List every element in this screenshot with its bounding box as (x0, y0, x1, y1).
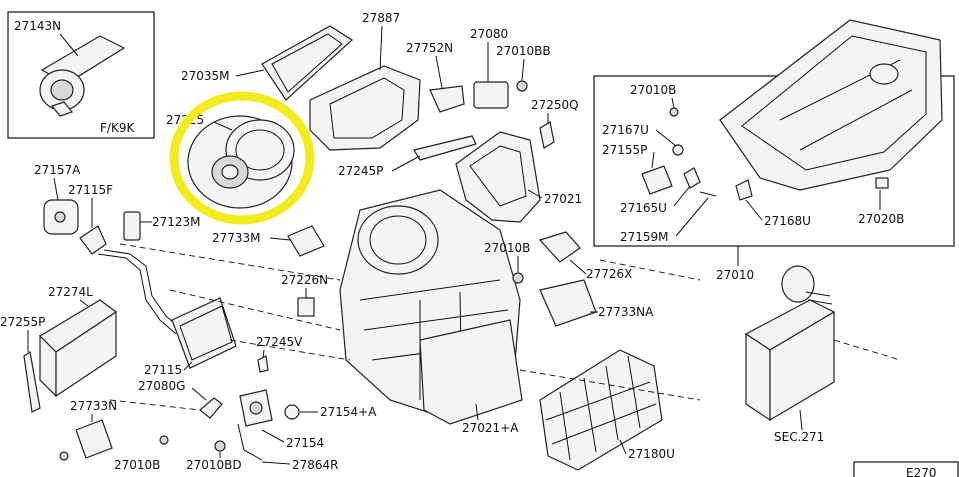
label-27155P: 27155P (602, 143, 647, 157)
label-27115: 27115 (144, 363, 182, 377)
label-27021: 27021 (544, 192, 582, 206)
bracket-27115F (79, 225, 107, 255)
label-27864R: 27864R (292, 458, 339, 472)
clip-27245V (257, 355, 269, 373)
highlight-circle (169, 91, 315, 225)
resistor-27157A (43, 199, 79, 235)
label-27010B-inset: 27010B (630, 83, 676, 97)
label-27165U: 27165U (620, 201, 667, 215)
heater-core-27274L (39, 299, 118, 398)
label-27245P: 27245P (338, 164, 383, 178)
part-27226N (297, 297, 315, 317)
label-27167U: 27167U (602, 123, 649, 137)
case-half-27021 (455, 131, 541, 223)
lever-27154 (237, 423, 263, 461)
label-27154: 27154 (286, 436, 324, 450)
label-sec271: SEC.271 (774, 430, 824, 444)
dashed-guide-lines (109, 243, 901, 411)
label-27255P: 27255P (0, 315, 45, 329)
sensor-27726X (538, 231, 581, 263)
inset-right-frame (593, 75, 955, 247)
harness-line-2 (103, 249, 183, 331)
label-27010B-low: 27010B (114, 458, 160, 472)
label-27245V: 27245V (256, 335, 303, 349)
evaporator-sec271 (744, 265, 836, 422)
screw-27010B-mid (512, 272, 524, 284)
screw-27010BD (214, 440, 226, 452)
gear-27154plusA (284, 404, 300, 420)
label-27274L: 27274L (48, 285, 93, 299)
actuator-27733NA (539, 279, 597, 327)
label-27080G: 27080G (138, 379, 185, 393)
inset-fk9k: 27143N F/K9K (7, 11, 155, 139)
label-27010BB: 27010BB (496, 44, 551, 58)
hvac-assembly-27010 (719, 19, 943, 191)
screw-27010B-low (159, 435, 169, 445)
blower-motor-27225 (187, 115, 295, 209)
linkage-27080G (199, 389, 273, 427)
intake-housing-27887 (309, 65, 421, 151)
label-27035M: 27035M (181, 69, 230, 83)
label-27143N: 27143N (14, 19, 61, 33)
label-27887: 27887 (362, 11, 400, 25)
label-27010B-mid: 27010B (484, 241, 530, 255)
inset-right-parts (641, 107, 889, 201)
label-27154plusA: 27154+A (320, 405, 377, 419)
label-27010BD: 27010BD (186, 458, 242, 472)
label-27168U: 27168U (764, 214, 811, 228)
label-27080: 27080 (470, 27, 508, 41)
label-27159M: 27159M (620, 230, 669, 244)
label-27733NA: 27733NA (598, 305, 654, 319)
inset-frame (7, 11, 155, 139)
label-27010: 27010 (716, 268, 754, 282)
label-27752N: 27752N (406, 41, 453, 55)
actuator-27080 (473, 81, 509, 109)
connector-27123M (123, 211, 141, 241)
label-27021plusA: 27021+A (462, 421, 519, 435)
label-27123M: 27123M (152, 215, 201, 229)
screw-27010BB (516, 80, 528, 92)
label-27020B: 27020B (858, 212, 904, 226)
grille-27180U (539, 349, 663, 471)
label-page-ref: E270 (906, 466, 937, 477)
label-27733M: 27733M (212, 231, 261, 245)
label-27726X: 27726X (586, 267, 632, 281)
case-lower-27021plusA (419, 319, 523, 425)
label-fk9k: F/K9K (100, 121, 135, 135)
label-27157A: 27157A (34, 163, 81, 177)
label-27180U: 27180U (628, 447, 675, 461)
actuator-27733N (75, 419, 113, 459)
label-27115F: 27115F (68, 183, 113, 197)
harness-line (97, 253, 177, 335)
strip-27255P (23, 350, 41, 413)
actuator-27733M (287, 225, 325, 257)
screw-27733N (59, 451, 69, 461)
inset-blower-part (39, 35, 126, 117)
label-27733N: 27733N (70, 399, 117, 413)
gasket-27035M (261, 25, 353, 101)
bracket-27752N (429, 85, 465, 113)
label-27250Q: 27250Q (531, 98, 579, 112)
label-27226N: 27226N (281, 273, 328, 287)
clip-27250Q (539, 121, 555, 149)
heater-27115 (171, 297, 237, 369)
page-ref-box (853, 461, 959, 477)
